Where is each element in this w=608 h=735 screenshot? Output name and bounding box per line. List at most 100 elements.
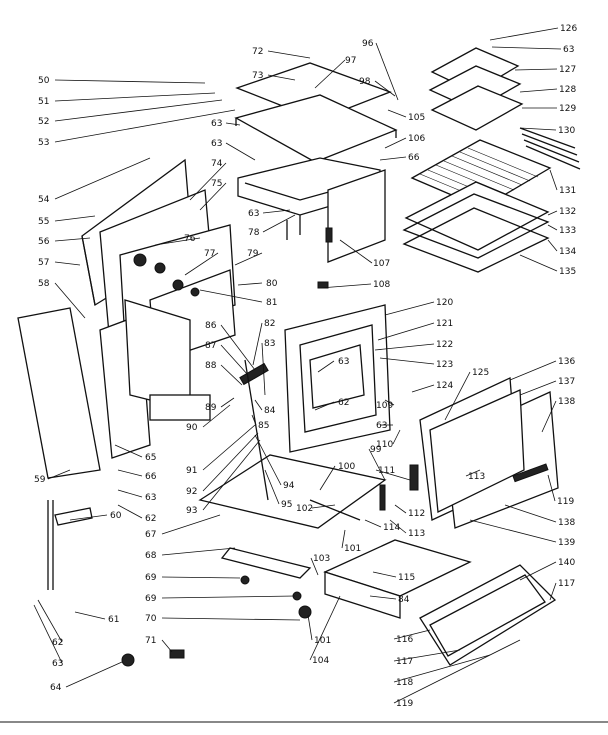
leader-line [254, 399, 263, 411]
callout-labels: 50 51 52 53 54 55 56 57 58 59 60 61 62 6… [34, 24, 577, 709]
leader-line [469, 519, 557, 543]
leader-line [411, 384, 435, 393]
callout-82: 82 [264, 319, 275, 329]
callout-52: 52 [38, 117, 49, 127]
leader-lines [33, 27, 562, 704]
leader-line [37, 599, 63, 643]
callout-95: 95 [281, 500, 292, 510]
leader-line [262, 209, 291, 214]
callout-128: 128 [559, 85, 576, 95]
leader-line [161, 639, 173, 653]
callout-63: 63 [52, 659, 63, 669]
leader-line [317, 360, 335, 373]
callout-139: 139 [558, 538, 575, 548]
leader-line [519, 254, 558, 272]
leader-line [117, 469, 143, 477]
leader-line [54, 237, 91, 242]
leader-line [375, 42, 399, 101]
knob-part [121, 653, 135, 667]
callout-67: 67 [145, 530, 156, 540]
leader-line [341, 529, 346, 549]
callout-61: 61 [108, 615, 119, 625]
callout-130: 130 [558, 126, 575, 136]
callout-50: 50 [38, 76, 50, 86]
callout-66: 66 [408, 153, 420, 163]
callout-96: 96 [362, 39, 374, 49]
leader-line [161, 514, 221, 535]
callout-111: 111 [378, 466, 395, 476]
callout-117: 117 [396, 657, 413, 667]
leader-line [310, 557, 319, 576]
callout-134: 134 [559, 247, 576, 257]
callout-123: 123 [436, 360, 453, 370]
callout-57: 57 [38, 258, 49, 268]
callout-83: 83 [264, 339, 275, 349]
callout-69: 69 [145, 594, 157, 604]
callout-104: 104 [312, 656, 329, 666]
callout-80: 80 [266, 279, 278, 289]
callout-74: 74 [211, 159, 223, 169]
callout-63: 63 [211, 119, 222, 129]
leader-line [54, 157, 151, 200]
leader-line [514, 68, 558, 71]
leader-line [374, 80, 396, 97]
callout-60: 60 [110, 511, 122, 521]
callout-138: 138 [558, 518, 575, 528]
callout-51: 51 [38, 97, 49, 107]
leader-line [314, 59, 346, 89]
callout-85: 85 [258, 421, 269, 431]
callout-58: 58 [38, 279, 50, 289]
callout-71: 71 [145, 636, 156, 646]
callout-91: 91 [186, 466, 197, 476]
callout-115: 115 [398, 573, 415, 583]
leader-line [161, 595, 296, 599]
callout-86: 86 [205, 321, 217, 331]
leader-line [387, 109, 407, 118]
leader-line [54, 282, 86, 319]
leader-line [202, 404, 231, 428]
leader-line [117, 489, 143, 498]
callout-63: 63 [338, 357, 349, 367]
leader-line [74, 611, 106, 620]
leader-line [339, 239, 373, 264]
callout-109: 109 [376, 401, 393, 411]
leader-line [54, 109, 236, 143]
leader-line [393, 629, 431, 640]
callout-81: 81 [266, 298, 277, 308]
callout-112: 112 [408, 509, 425, 519]
callout-77: 77 [204, 249, 215, 259]
callout-62: 62 [338, 398, 349, 408]
leader-line [489, 27, 559, 41]
leader-line [364, 519, 382, 528]
leader-line [202, 432, 259, 492]
leader-line [267, 74, 296, 81]
leader-line [161, 617, 301, 621]
leader-line [444, 371, 471, 421]
callout-119: 119 [396, 699, 413, 709]
leader-line [393, 649, 461, 662]
shelf-frame-part [404, 181, 550, 251]
callout-84: 84 [264, 406, 276, 416]
callout-84: 84 [398, 595, 410, 605]
leader-line [547, 210, 558, 216]
callout-76: 76 [184, 234, 196, 244]
callout-105: 105 [408, 113, 425, 123]
leader-line [264, 469, 280, 505]
callout-102: 102 [296, 504, 313, 514]
leader-line [54, 99, 223, 122]
callout-59: 59 [34, 475, 46, 485]
callout-133: 133 [559, 226, 576, 236]
leader-line [234, 252, 263, 266]
leader-line [519, 561, 557, 581]
callout-75: 75 [211, 179, 222, 189]
bottom-panel-part [198, 454, 387, 529]
leader-line [54, 261, 81, 266]
leader-line [491, 46, 562, 50]
leader-line [389, 519, 407, 534]
callout-63: 63 [248, 209, 259, 219]
leader-line [225, 142, 256, 161]
callout-126: 126 [560, 24, 577, 34]
leader-line [252, 322, 263, 366]
callout-124: 124 [436, 381, 453, 391]
leader-line [309, 595, 341, 661]
